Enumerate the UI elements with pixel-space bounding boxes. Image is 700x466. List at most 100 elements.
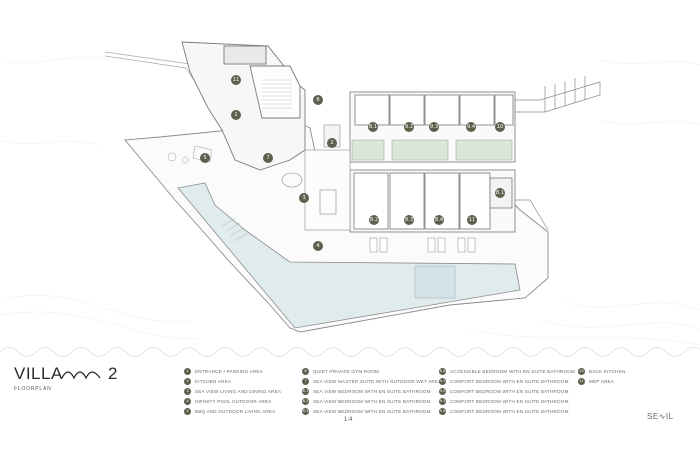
- room-marker-label: 8.4: [435, 217, 444, 223]
- villa-number: 2: [108, 364, 118, 383]
- legend-item: 10 BACK KITCHEN: [578, 366, 625, 376]
- room-marker-label: 3: [302, 195, 305, 201]
- legend-label: SEA VIEW BEDROOM WITH EN SUITE BATHROOM: [313, 408, 431, 414]
- legend-number-badge: 9.2: [439, 387, 446, 395]
- legend-item: 9.1 COMFORT BEDROOM WITH EN SUITE BATHROO…: [439, 376, 575, 386]
- legend-item: 2 KITCHEN AREA: [184, 376, 281, 386]
- room-marker: [404, 215, 414, 225]
- legend-number-badge: 9.1: [439, 377, 446, 385]
- legend-number-badge: 3: [184, 387, 191, 395]
- room-marker: [368, 122, 378, 132]
- title-block: VILLA 2 FLOORPLAN: [14, 364, 134, 394]
- legend-label: SEA VIEW BEDROOM WITH EN SUITE BATHROOM: [313, 398, 431, 404]
- legend-item: 8.1 SEA VIEW BEDROOM WITH EN SUITE BATHRO…: [302, 386, 441, 396]
- legend-item: 8.3 SEA VIEW BEDROOM WITH EN SUITE BATHRO…: [302, 406, 441, 416]
- room-marker-label: 9.3: [430, 124, 438, 130]
- legend-number-badge: 11: [578, 377, 585, 385]
- legend-item: 11 MEP AREA: [578, 376, 625, 386]
- legend-label: ACCESSIBLE BEDROOM WITH EN SUITE BATHROO…: [450, 368, 576, 374]
- legend-number-badge: 6: [302, 367, 309, 375]
- legend-number-badge: 8.3: [302, 407, 309, 415]
- floorplan-subtitle: FLOORPLAN: [14, 386, 52, 392]
- east-walkway: [515, 76, 601, 231]
- legend-label: MEP AREA: [589, 378, 615, 384]
- legend-label: INFINITY POOL OUTDOOR AREA: [195, 398, 272, 404]
- room-marker-label: 9.2: [405, 124, 413, 130]
- legend-label: BBQ AND OUTDOOR LIVING AREA: [195, 408, 276, 414]
- room-marker-label: 4: [316, 243, 320, 249]
- room-marker-label: 5: [203, 155, 206, 161]
- room-marker-label: 8.1: [496, 190, 504, 196]
- legend-label: KITCHEN AREA: [195, 378, 232, 384]
- legend-number-badge: 1: [184, 367, 191, 375]
- legend-label: COMFORT BEDROOM WITH EN SUITE BATHROOM: [450, 398, 569, 404]
- room-marker-label: 10: [497, 124, 504, 130]
- room-marker-label: 8.2: [370, 217, 378, 223]
- legend-item: 3 SEA VIEW LIVING AND DINING AREA: [184, 386, 281, 396]
- terrain-contours: [0, 56, 700, 346]
- room-marker: [200, 153, 210, 163]
- legend-item: 9.3 COMFORT BEDROOM WITH EN SUITE BATHROO…: [439, 396, 575, 406]
- legend-item: 9.2 COMFORT BEDROOM WITH EN SUITE BATHROO…: [439, 386, 575, 396]
- legend-label: BACK KITCHEN: [589, 368, 626, 374]
- sun-loungers: [369, 237, 476, 253]
- page-number: 1:4: [344, 417, 353, 423]
- room-marker-label: 11: [469, 217, 476, 223]
- legend-number-badge: 10: [578, 367, 585, 375]
- section-divider: [0, 346, 700, 357]
- room-marker: [263, 153, 273, 163]
- legend-number-badge: 8.1: [302, 387, 309, 395]
- bedroom-wing-lower: [349, 169, 516, 233]
- room-marker-label: 9.4: [467, 124, 476, 130]
- room-marker-label: 1: [234, 112, 237, 118]
- room-marker-label: 8.3: [405, 217, 413, 223]
- legend-item: 7 SEA VIEW MASTER SUITE WITH OUTDOOR WET …: [302, 376, 441, 386]
- legend-label: COMFORT BEDROOM WITH EN SUITE BATHROOM: [450, 388, 569, 394]
- wave-logo-icon: [61, 371, 101, 380]
- legend-column-2: 6 QUIET PRIVATE GYM ROOM 7 SEA VIEW MASTER …: [302, 366, 441, 416]
- legend-item: 8.4 ACCESSIBLE BEDROOM WITH EN SUITE BATH…: [439, 366, 575, 376]
- room-marker-label: 7: [266, 155, 269, 161]
- legend-label: SEA VIEW LIVING AND DINING AREA: [195, 388, 282, 394]
- legend-label: COMFORT BEDROOM WITH EN SUITE BATHROOM: [450, 378, 569, 384]
- room-marker: [466, 122, 476, 132]
- room-marker: [231, 75, 241, 85]
- room-marker-label: 11: [233, 77, 240, 83]
- legend-number-badge: 7: [302, 377, 309, 385]
- legend-label: COMFORT BEDROOM WITH EN SUITE BATHROOM: [450, 408, 569, 414]
- legend-number-badge: 9.3: [439, 397, 446, 405]
- courtyards: [351, 139, 513, 161]
- stair-lines: [262, 79, 292, 109]
- room-marker: [495, 188, 505, 198]
- legend-column-4: 10 BACK KITCHEN 11 MEP AREA: [578, 366, 625, 386]
- room-marker: [327, 138, 337, 148]
- legend-label: SEA VIEW BEDROOM WITH EN SUITE BATHROOM: [313, 388, 431, 394]
- legend-number-badge: 5: [184, 407, 191, 415]
- room-marker: [434, 215, 444, 225]
- legend-item: 6 QUIET PRIVATE GYM ROOM: [302, 366, 441, 376]
- legend-number-badge: 8.4: [439, 367, 446, 375]
- legend-number-badge: 2: [184, 377, 191, 385]
- room-marker-label: 6: [316, 97, 319, 103]
- room-marker-label: 2: [330, 140, 333, 146]
- legend-column-3: 8.4 ACCESSIBLE BEDROOM WITH EN SUITE BATH…: [439, 366, 575, 416]
- legend-label: QUIET PRIVATE GYM ROOM: [313, 368, 379, 374]
- room-marker: [404, 122, 414, 132]
- room-marker: [299, 193, 309, 203]
- living-area: [281, 124, 351, 231]
- room-marker: [313, 241, 323, 251]
- brand-logo: SE∿IL: [647, 412, 674, 421]
- room-marker: [369, 215, 379, 225]
- room-marker: [429, 122, 439, 132]
- legend-label: SEA VIEW MASTER SUITE WITH OUTDOOR WET A…: [313, 378, 442, 384]
- legend-number-badge: 9.4: [439, 407, 446, 415]
- pool-steps: [221, 217, 456, 299]
- legend-item: 9.4 COMFORT BEDROOM WITH EN SUITE BATHROO…: [439, 406, 575, 416]
- legend-item: 5 BBQ AND OUTDOOR LIVING AREA: [184, 406, 281, 416]
